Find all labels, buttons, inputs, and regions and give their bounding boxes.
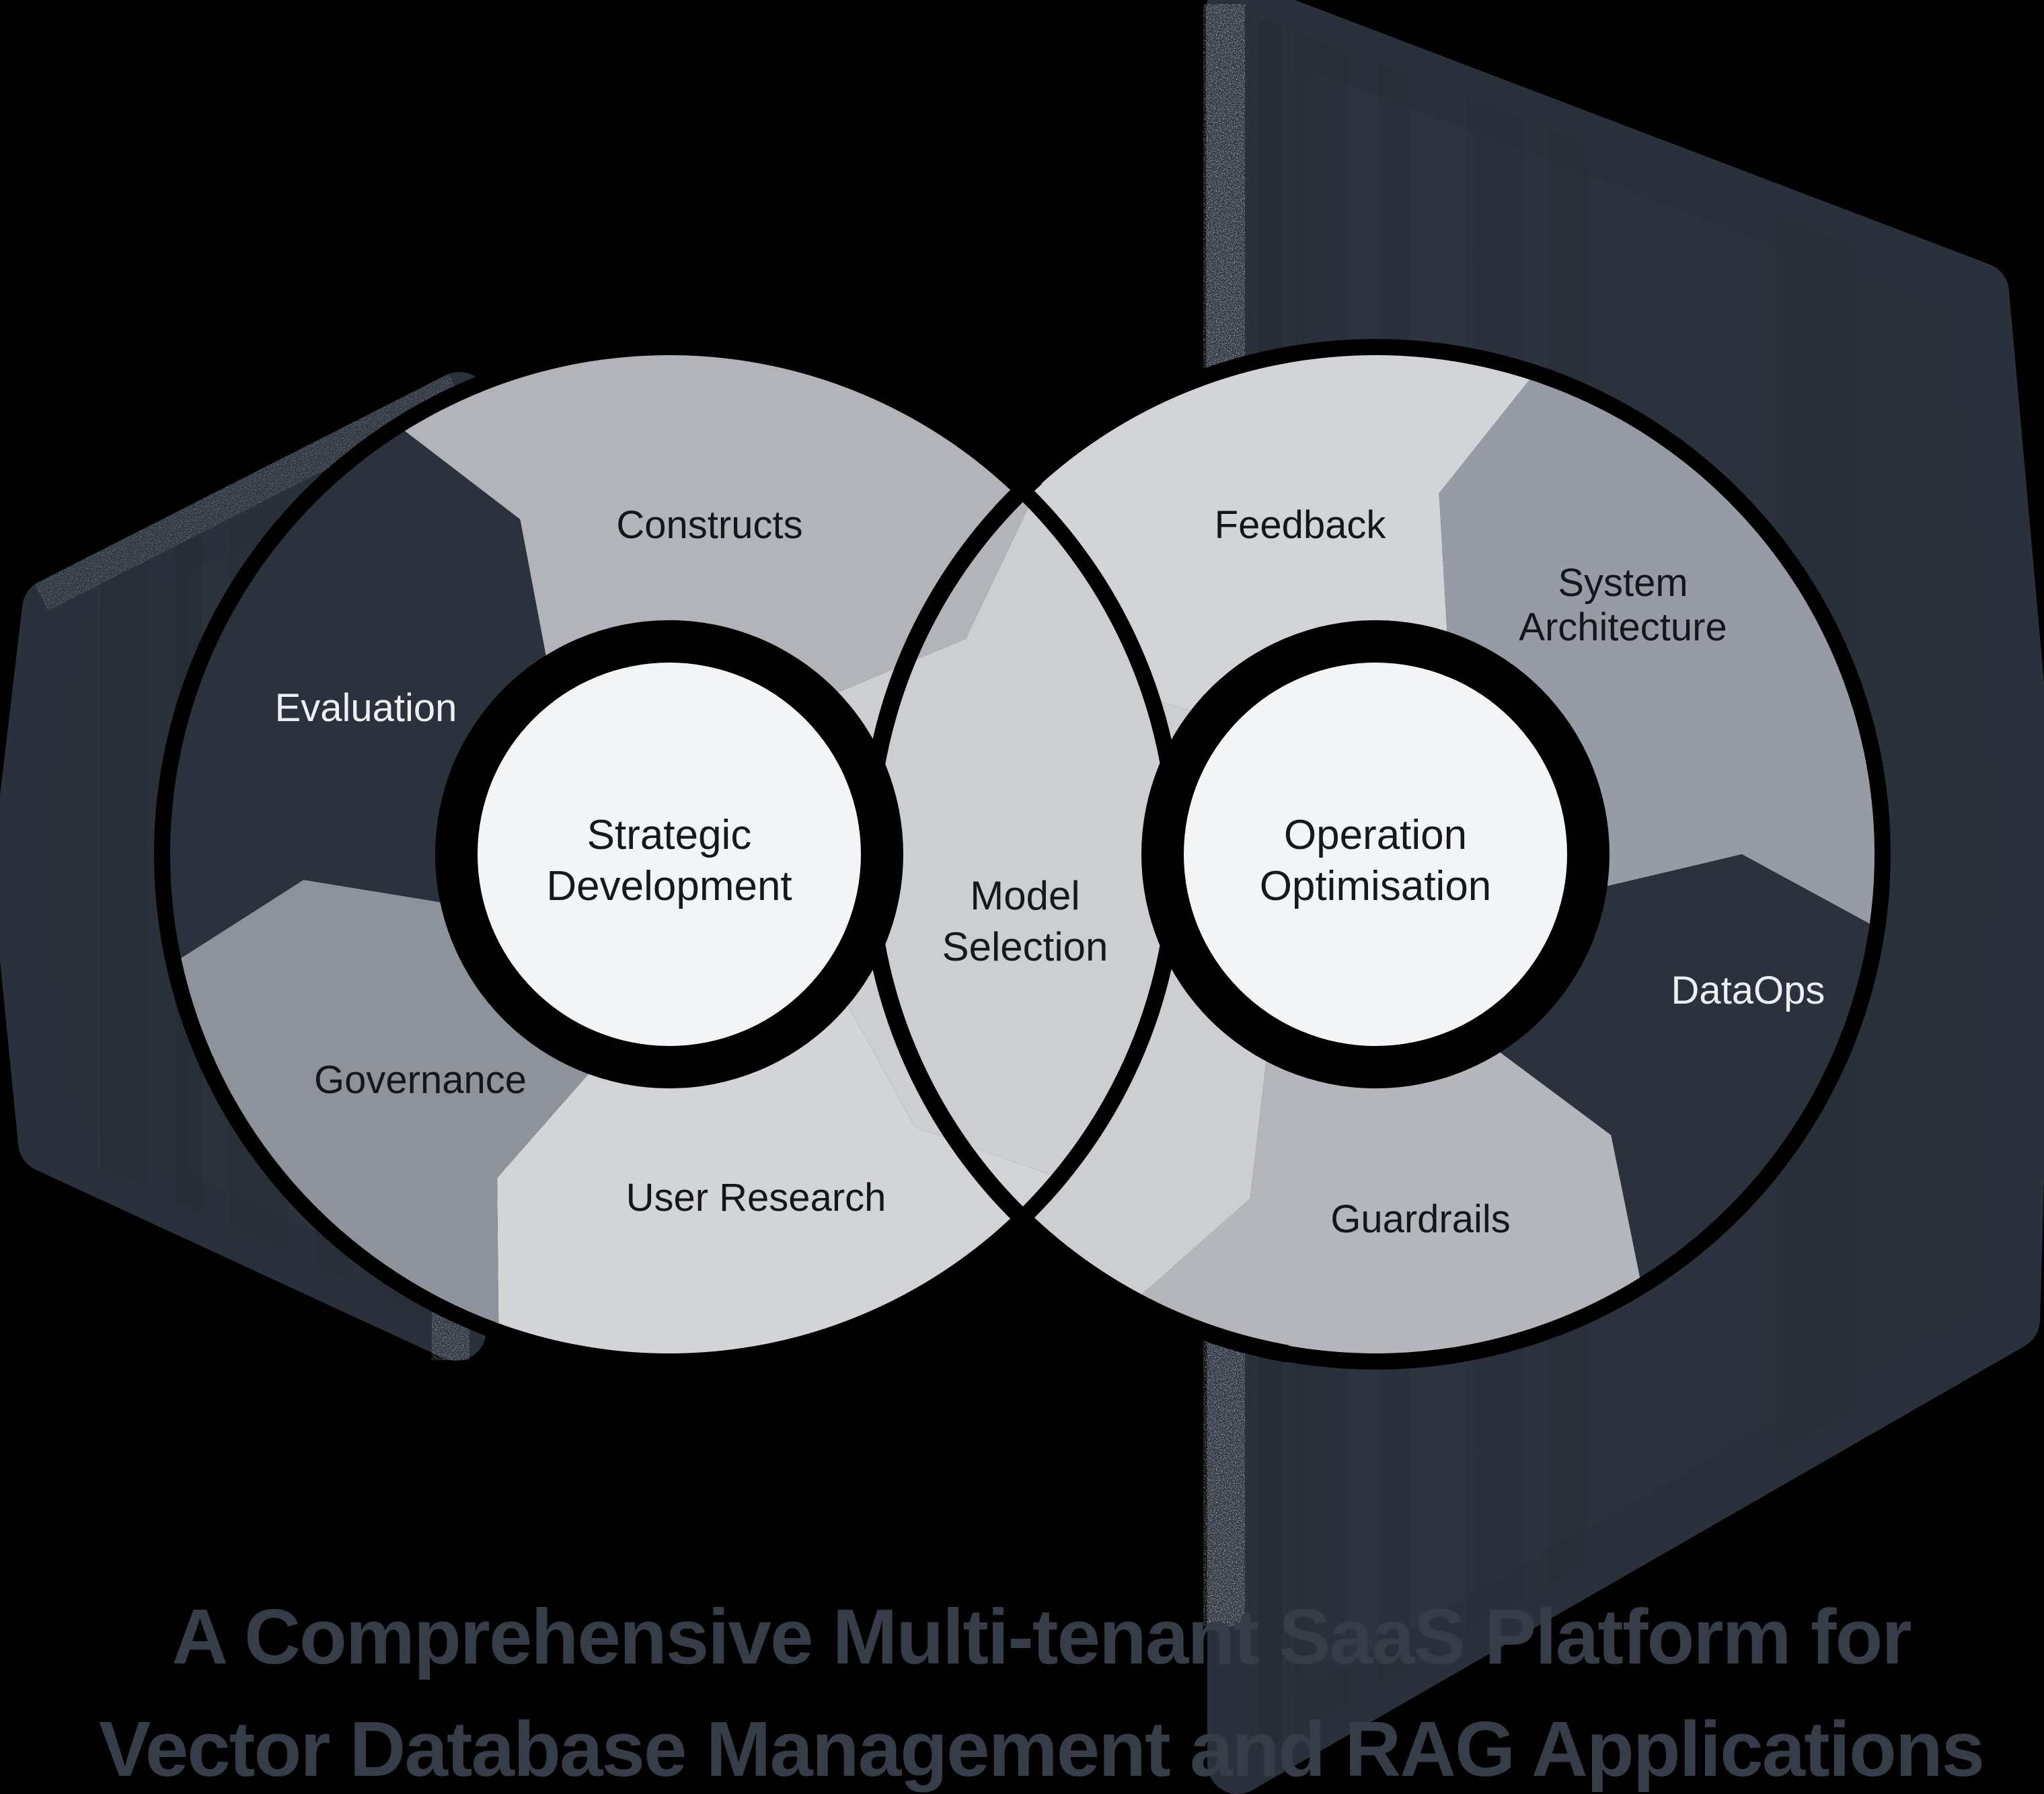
operation-optimisation-core xyxy=(1141,620,1610,1088)
segment-user-research xyxy=(497,1003,1052,1354)
segment-label-feedback: Feedback xyxy=(1215,503,1387,547)
caption-title-line2: Vector Database Management and RAG Appli… xyxy=(99,1705,1983,1793)
segment-label-system-architecture-line2: Architecture xyxy=(1519,605,1727,649)
left-hexagon-top-fringe xyxy=(35,373,462,611)
labels: Constructs User Research Governance Eval… xyxy=(99,503,1985,1793)
segment-label-user-research: User Research xyxy=(626,1176,886,1220)
caption-title-line1: A Comprehensive Multi-tenant SaaS Platfo… xyxy=(172,1593,1911,1680)
shared-label-model: Model xyxy=(970,873,1080,918)
rings-layer xyxy=(154,339,1891,1370)
segment-model-selection-left xyxy=(836,507,1168,1175)
core-label-optimisation: Optimisation xyxy=(1260,863,1492,909)
core-label-development: Development xyxy=(546,863,792,909)
core-label-strategic: Strategic xyxy=(587,812,752,858)
segment-constructs xyxy=(404,354,1028,694)
segment-label-constructs: Constructs xyxy=(616,503,802,547)
segment-label-dataops: DataOps xyxy=(1671,969,1825,1012)
segment-evaluation xyxy=(169,431,547,959)
segment-label-system-architecture-line1: System xyxy=(1558,561,1688,605)
shared-label-selection: Selection xyxy=(942,924,1108,969)
core-label-operation: Operation xyxy=(1284,812,1467,858)
segment-dataops xyxy=(1498,854,1870,1278)
segment-governance xyxy=(181,880,590,1324)
segment-label-evaluation: Evaluation xyxy=(275,686,457,730)
operation-core-circle xyxy=(1184,663,1567,1046)
strategic-development-ring xyxy=(154,339,1184,1370)
segment-label-governance: Governance xyxy=(314,1058,527,1102)
segment-label-guardrails: Guardrails xyxy=(1330,1197,1511,1241)
segment-system-architecture xyxy=(1439,379,1875,924)
segment-guardrails xyxy=(1141,1051,1640,1353)
strategic-core-circle xyxy=(478,663,861,1046)
strategic-development-core xyxy=(435,620,903,1088)
ring-overlap-seam xyxy=(860,471,1289,1363)
